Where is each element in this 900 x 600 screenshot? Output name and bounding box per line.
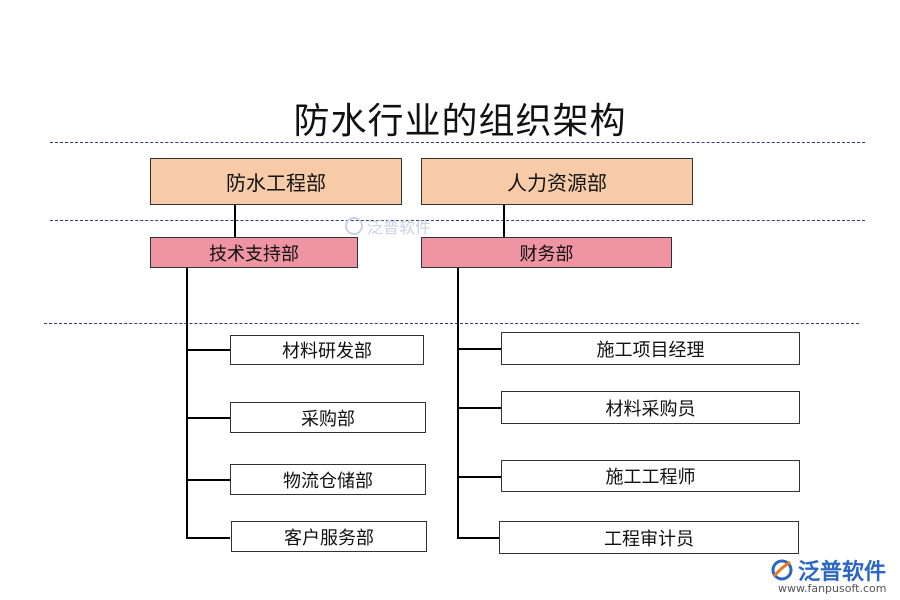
branch-left-1 [186,349,230,351]
node-material-rnd: 材料研发部 [230,335,424,365]
branch-right-3 [457,476,501,478]
node-project-auditor: 工程审计员 [499,521,799,554]
trunk-right [457,268,459,539]
diagram-title: 防水行业的组织架构 [293,101,627,142]
node-construction-engineer: 施工工程师 [501,460,800,492]
branch-left-2 [186,417,230,419]
brand-logo-icon [771,559,793,581]
connector-top-right [503,205,505,237]
brand-logo: 泛普软件 [770,554,886,586]
node-waterproof-engineering: 防水工程部 [150,158,402,205]
branch-right-4 [457,537,501,539]
brand-url: www.fanpusoft.com [778,582,887,595]
watermark-logo-icon [345,217,363,235]
separator-line-3 [44,323,859,324]
separator-line-2 [50,220,865,221]
branch-left-3 [186,479,230,481]
connector-top-left [234,205,236,237]
watermark: 泛普软件 [345,214,431,238]
separator-line-1 [50,142,865,143]
node-logistics: 物流仓储部 [230,464,426,495]
node-material-buyer: 材料采购员 [501,391,800,424]
node-customer-service: 客户服务部 [231,521,427,552]
node-finance: 财务部 [421,237,672,268]
node-tech-support: 技术支持部 [150,237,358,268]
node-human-resources: 人力资源部 [421,158,693,205]
branch-right-2 [457,407,501,409]
branch-left-4 [186,537,230,539]
watermark-text: 泛普软件 [367,218,432,237]
trunk-left [186,268,188,539]
branch-right-1 [457,348,501,350]
node-construction-pm: 施工项目经理 [501,332,800,365]
node-purchasing: 采购部 [230,402,426,433]
brand-logo-text: 泛普软件 [798,560,887,585]
